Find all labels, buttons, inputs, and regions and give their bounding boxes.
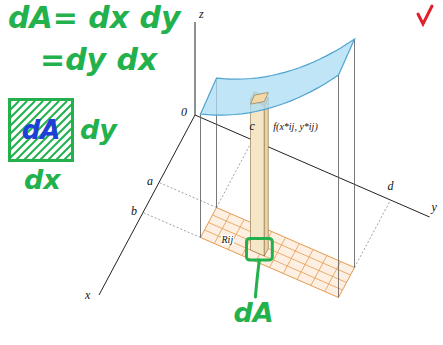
y-axis [195,115,430,217]
hatch-line [59,101,71,159]
region-grid [201,208,355,298]
equation: dA= dx dy [8,2,181,34]
cell-label: Rij [221,235,235,246]
check-mark [418,6,432,24]
surface-cell [251,93,269,105]
column-face [251,99,265,256]
projection-line [159,183,217,208]
grid-line [209,223,347,283]
equation: =dy dx [40,44,157,76]
side-label: dx [24,166,61,194]
corner-line [200,114,201,237]
axis-label: x [85,289,90,302]
projection-line [217,140,253,208]
projection-line [143,213,201,238]
bound-label: d [388,180,394,193]
corner-line [354,39,355,267]
axis-label: z [199,8,204,21]
z-axis [195,22,196,115]
origin-label: 0 [181,106,187,119]
height-label: f(x*ij, y*ij) [272,122,318,133]
grid-line [297,250,313,280]
side-label: dy [80,116,117,144]
area-label: dA [22,115,61,145]
highlight-box [247,239,273,261]
area-square: dA [8,98,74,162]
surface-patch [201,39,355,115]
bound-label: b [131,205,137,218]
hatch-line [67,101,71,159]
leader-line [255,260,259,297]
axis-label: y [432,201,437,214]
grid-line [205,230,343,290]
grid-line [283,244,299,274]
area-label: dA [233,299,273,327]
column-face [264,98,268,256]
bound-label: a [147,175,153,188]
corner-line [338,75,339,297]
bound-label: c [250,120,255,133]
grid-line [213,215,351,275]
projection-line [355,200,391,268]
grid-line [311,256,327,286]
